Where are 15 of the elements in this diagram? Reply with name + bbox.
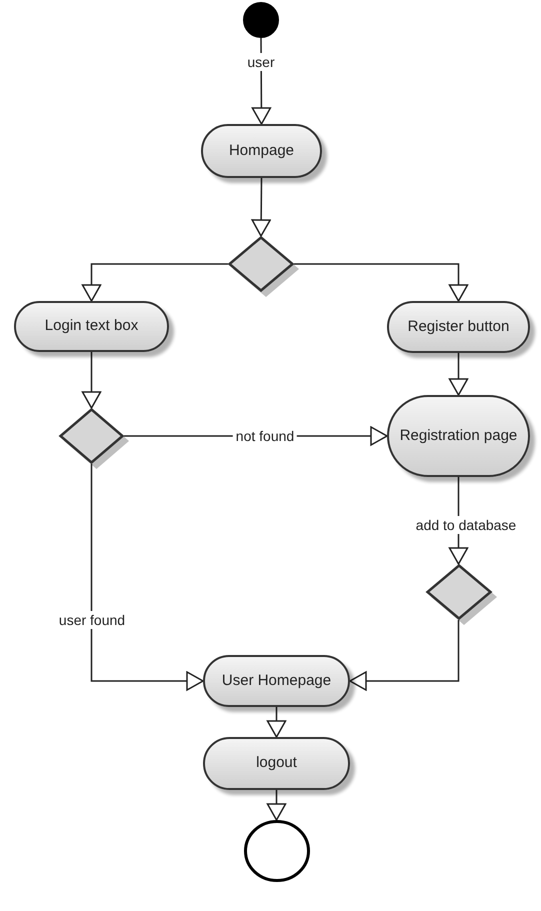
arrow [90, 464, 204, 691]
arrow [82, 352, 102, 409]
activity-box: User Homepage [203, 655, 350, 707]
activity-box: logout [203, 737, 350, 790]
arrow [266, 707, 286, 738]
arrow [251, 178, 271, 237]
arrow [266, 790, 286, 821]
activity-box: Registration page [387, 395, 530, 477]
arrow [349, 620, 460, 691]
activity-box: Login text box [14, 301, 169, 352]
activity-box: Hompage [201, 124, 322, 178]
arrow [294, 263, 468, 302]
arrow [82, 263, 228, 302]
activity-box: Register button [387, 301, 530, 353]
arrow [448, 353, 468, 396]
